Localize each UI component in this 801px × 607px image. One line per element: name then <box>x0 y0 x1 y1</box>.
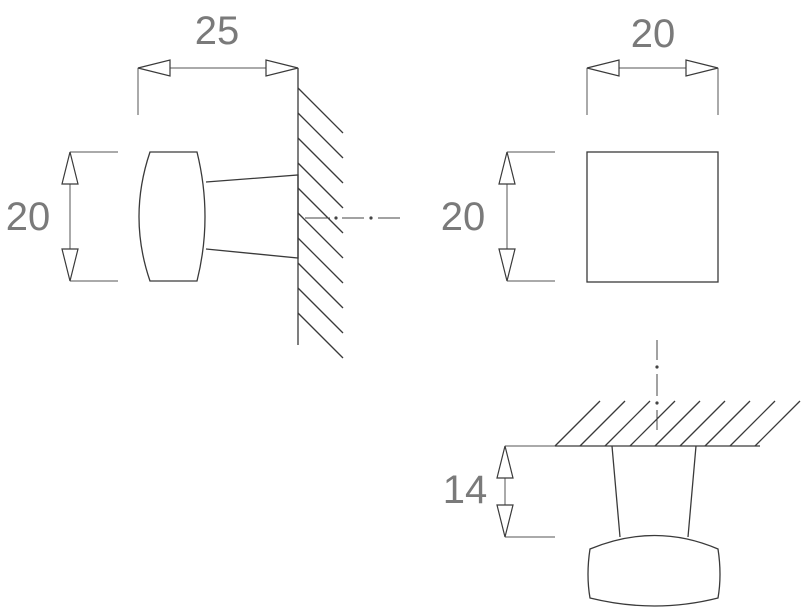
side-view-height-label: 20 <box>6 195 51 239</box>
side-view-height-dimension: 20 <box>6 151 118 282</box>
front-view-square <box>586 151 719 283</box>
bottom-view-knob-head <box>587 534 721 607</box>
front-view: 20 20 <box>441 12 719 283</box>
side-view-center-line <box>305 216 400 220</box>
side-view-wall-hatching <box>297 68 344 359</box>
bottom-view-projection-label: 14 <box>443 468 488 512</box>
front-view-width-label: 20 <box>631 12 676 56</box>
front-view-height-dimension: 20 <box>441 151 555 282</box>
bottom-view-knob-stem <box>611 445 697 538</box>
side-view-knob-head <box>138 151 206 282</box>
side-view: 25 20 <box>6 9 400 359</box>
front-view-height-label: 20 <box>441 195 486 239</box>
side-view-knob-stem <box>205 174 299 259</box>
front-view-width-dimension: 20 <box>586 12 719 115</box>
bottom-view: 14 <box>443 340 801 607</box>
bottom-view-ceiling-hatching <box>554 400 801 447</box>
bottom-view-center-line <box>655 340 659 430</box>
bottom-view-projection-dimension: 14 <box>443 445 555 538</box>
side-view-width-label: 25 <box>195 9 240 53</box>
side-view-width-dimension: 25 <box>137 9 299 115</box>
